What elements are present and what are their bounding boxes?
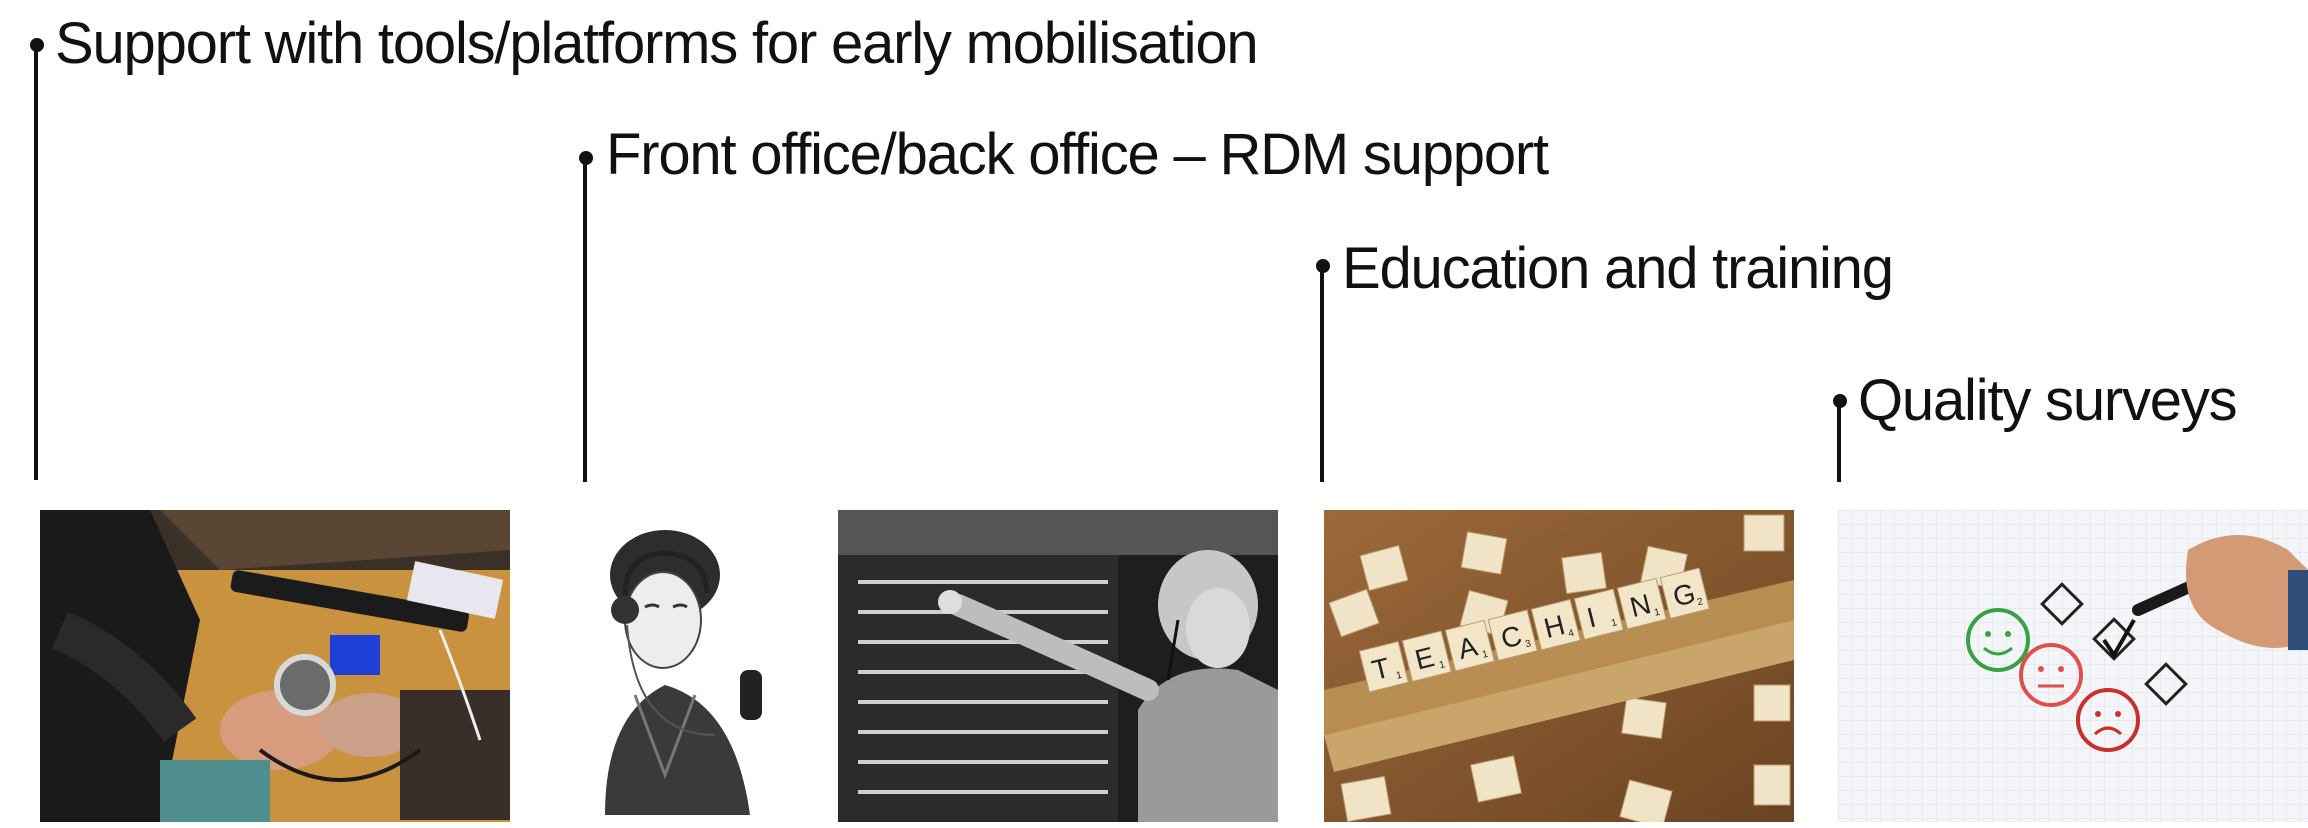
telephone-operator-engraving bbox=[565, 515, 775, 815]
repair-workshop-photo bbox=[40, 510, 510, 822]
tile-score: 1 bbox=[1481, 649, 1489, 661]
connector-line bbox=[1320, 265, 1324, 482]
label-quality-surveys: Quality surveys bbox=[1858, 368, 2238, 433]
label-front-back-office: Front office/back office – RDM support bbox=[606, 122, 1549, 187]
switchboard-operator-photo bbox=[838, 510, 1278, 822]
tile-score: 1 bbox=[1653, 607, 1661, 619]
tile-score: 1 bbox=[1395, 670, 1403, 682]
connector-line bbox=[34, 44, 38, 480]
connector-line bbox=[1837, 400, 1841, 482]
tile-score: 1 bbox=[1438, 659, 1446, 671]
label-tools-platforms: Support with tools/platforms for early m… bbox=[55, 11, 1259, 76]
scrabble-tile: G2 bbox=[1659, 567, 1710, 620]
survey-checkbox-photo bbox=[1838, 510, 2308, 822]
connector-line bbox=[583, 157, 587, 482]
tile-score: 3 bbox=[1524, 638, 1532, 650]
tile-score: 1 bbox=[1610, 617, 1618, 629]
label-education-training: Education and training bbox=[1342, 236, 1894, 301]
tile-score: 4 bbox=[1567, 628, 1575, 640]
tile-score: 2 bbox=[1696, 596, 1704, 608]
